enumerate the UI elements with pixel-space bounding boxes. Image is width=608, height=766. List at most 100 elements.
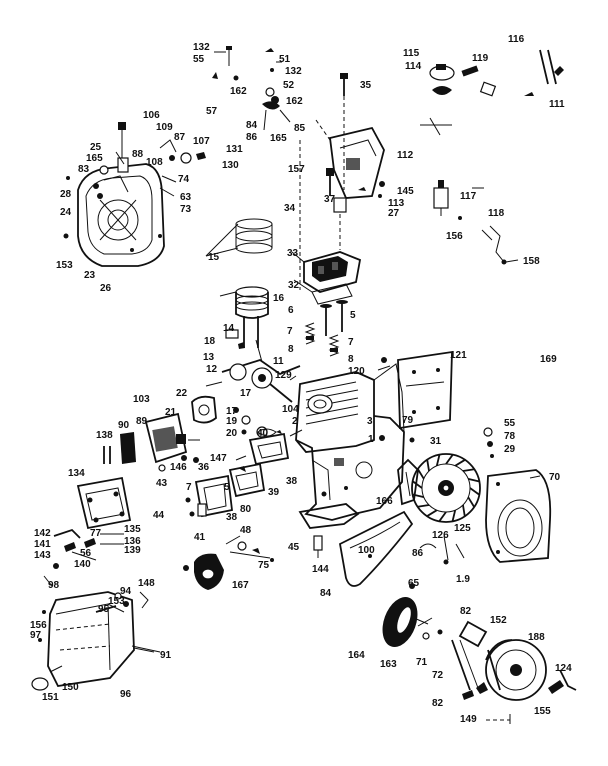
flywheel bbox=[397, 427, 494, 523]
part-label: 138 bbox=[96, 430, 113, 441]
flywheel-fin bbox=[426, 509, 438, 517]
part-label: 111 bbox=[549, 99, 565, 110]
part-label: 156 bbox=[30, 620, 47, 631]
part-label: 5 bbox=[224, 482, 230, 493]
part-label: 79 bbox=[402, 415, 414, 426]
part-label: 107 bbox=[193, 136, 210, 147]
part-label: 5 bbox=[350, 310, 356, 321]
part-label: 104 bbox=[282, 404, 299, 415]
part-label: 94 bbox=[120, 586, 132, 597]
part-label: 162 bbox=[286, 96, 303, 107]
part-label: 63 bbox=[180, 192, 192, 203]
part-label: 130 bbox=[222, 160, 239, 171]
part-label: 1.9 bbox=[456, 574, 470, 585]
piston-rings bbox=[191, 218, 301, 438]
part-label: 37 bbox=[324, 194, 336, 205]
part-label: 169 bbox=[540, 354, 557, 365]
top-hardware bbox=[212, 46, 348, 190]
part-label: 165 bbox=[270, 133, 287, 144]
part-label: 33 bbox=[287, 248, 299, 259]
part-label: 78 bbox=[504, 431, 516, 442]
part-label: 55 bbox=[193, 54, 205, 65]
part-label: 21 bbox=[165, 407, 177, 418]
flywheel-fin bbox=[435, 454, 441, 467]
starter-housing bbox=[485, 469, 552, 563]
part-label: 188 bbox=[528, 632, 545, 643]
part-label: 145 bbox=[397, 186, 414, 197]
part-label: 1 bbox=[368, 434, 374, 445]
part-label: 98 bbox=[48, 580, 60, 591]
part-label: 148 bbox=[138, 578, 155, 589]
flywheel-fin bbox=[469, 487, 480, 496]
part-label: 51 bbox=[279, 54, 291, 65]
part-label: 89 bbox=[136, 416, 148, 427]
part-label: 2 bbox=[292, 416, 298, 427]
part-label: 6 bbox=[288, 305, 294, 316]
part-label: 85 bbox=[294, 123, 306, 134]
part-label: 166 bbox=[376, 496, 393, 507]
part-label: 153 bbox=[56, 260, 73, 271]
part-label: 87 bbox=[174, 132, 186, 143]
part-label: 108 bbox=[146, 157, 163, 168]
part-label: 141 bbox=[34, 539, 51, 550]
part-label: 26 bbox=[100, 283, 112, 294]
lower-shroud bbox=[298, 503, 414, 587]
part-label: 31 bbox=[430, 436, 442, 447]
part-label: 136 bbox=[124, 536, 141, 547]
part-label: 120 bbox=[348, 366, 365, 377]
part-label: 119 bbox=[472, 53, 489, 64]
part-label: 75 bbox=[258, 560, 270, 571]
part-label: 7 bbox=[348, 337, 354, 348]
part-label: 139 bbox=[124, 545, 141, 556]
part-label: 32 bbox=[288, 280, 300, 291]
flywheel-fin bbox=[412, 480, 423, 489]
part-label: 28 bbox=[60, 189, 72, 200]
part-label: 96 bbox=[120, 689, 132, 700]
part-label: 88 bbox=[132, 149, 144, 160]
part-label: 90 bbox=[118, 420, 130, 431]
flywheel-fin bbox=[467, 477, 480, 483]
part-label: 97 bbox=[30, 630, 42, 641]
fuel-tank bbox=[31, 591, 161, 691]
flywheel-fin bbox=[417, 504, 430, 508]
part-label: 70 bbox=[549, 472, 561, 483]
part-label: 132 bbox=[193, 42, 210, 53]
part-label: 109 bbox=[156, 122, 173, 133]
part-label: 113 bbox=[388, 198, 405, 209]
part-label: 12 bbox=[206, 364, 218, 375]
part-label: 20 bbox=[226, 428, 238, 439]
part-label: 14 bbox=[223, 323, 235, 334]
part-label: 155 bbox=[534, 706, 551, 717]
part-label: 114 bbox=[405, 61, 422, 72]
part-label: 124 bbox=[555, 663, 572, 674]
part-label: 43 bbox=[156, 478, 168, 489]
top-right-parts bbox=[420, 49, 564, 136]
part-label: 150 bbox=[62, 682, 79, 693]
blower-housing bbox=[63, 122, 206, 267]
flywheel-fin bbox=[445, 454, 454, 465]
part-label: 126 bbox=[432, 530, 449, 541]
part-label: 103 bbox=[133, 394, 150, 405]
part-label: 132 bbox=[285, 66, 302, 77]
flywheel-fin bbox=[462, 468, 475, 472]
part-label: 48 bbox=[240, 525, 252, 536]
part-label: 56 bbox=[80, 548, 92, 559]
part-label: 45 bbox=[288, 542, 300, 553]
part-label: 142 bbox=[34, 528, 51, 539]
part-label: 11 bbox=[273, 356, 284, 367]
ignition-parts bbox=[433, 180, 507, 265]
part-label: 44 bbox=[153, 510, 165, 521]
part-label: 7 bbox=[287, 326, 293, 337]
part-label: 152 bbox=[490, 615, 507, 626]
part-label: 118 bbox=[488, 208, 505, 219]
part-label: 52 bbox=[283, 80, 295, 91]
part-label: 38 bbox=[286, 476, 298, 487]
part-label: 95 bbox=[98, 604, 110, 615]
gaskets bbox=[185, 432, 290, 518]
part-label: 65 bbox=[408, 578, 420, 589]
part-label: 156 bbox=[446, 231, 463, 242]
engine-block bbox=[276, 350, 453, 521]
part-label: 84 bbox=[246, 120, 258, 131]
part-label: 153 bbox=[108, 596, 125, 607]
